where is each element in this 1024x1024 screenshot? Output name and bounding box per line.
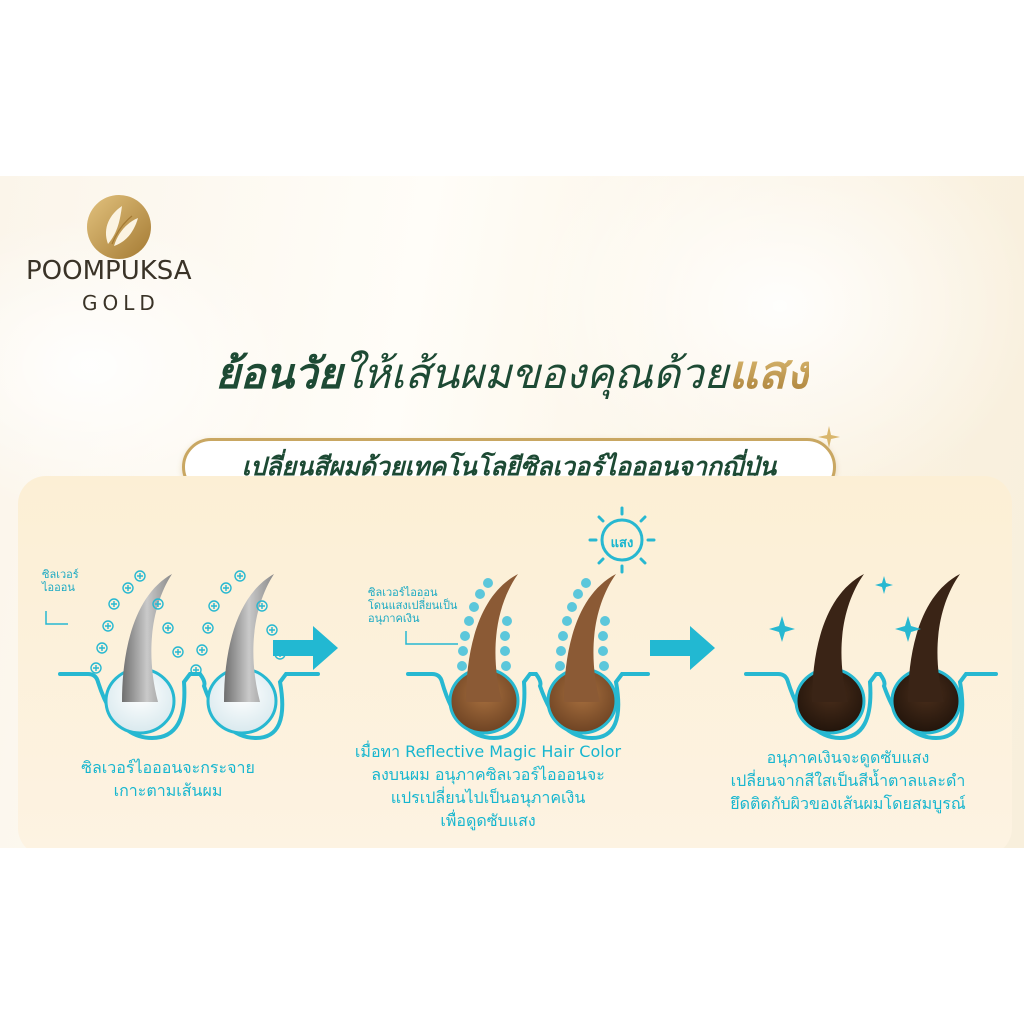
hair-strand (122, 574, 172, 702)
callout-line (45, 611, 68, 625)
callout-line-text: อนุภาคเงิน (368, 612, 420, 625)
headline-part2: ให้เส้นผมของคุณด้วย (342, 349, 729, 398)
caption-line: ยึดติดกับผิวของเส้นผมโดยสมบูรณ์ (730, 794, 966, 813)
caption-line: เพื่อดูดซับแสง (440, 811, 536, 830)
callout-line-text: โดนแสงเปลี่ยนเป็น (368, 599, 458, 612)
step2-illustration (405, 506, 656, 741)
sparkle-icon (818, 426, 840, 448)
headline: ย้อนวัยให้เส้นผมของคุณด้วยแสง (0, 336, 1024, 409)
skin-outline (744, 672, 998, 741)
process-panel: ซิลเวอร์ ไอออน ซิลเวอร์ไอออน โดนแสงเปลี่… (18, 476, 1012, 848)
leaf-logo-icon (87, 195, 151, 259)
hair-strand (812, 574, 864, 702)
callout-line-text: ไอออน (42, 581, 75, 594)
hair-strand (224, 574, 274, 702)
caption-line: ซิลเวอร์ไอออนจะกระจาย (81, 758, 255, 777)
headline-part1: ย้อนวัย (215, 349, 343, 398)
skin-outline (58, 672, 320, 741)
step1-callout: ซิลเวอร์ ไอออน (42, 568, 79, 594)
skin-outline (406, 672, 650, 741)
step1-caption: ซิลเวอร์ไอออนจะกระจาย เกาะตามเส้นผม (48, 756, 288, 802)
promo-banner: POOMPUKSA GOLD ย้อนวัยให้เส้นผมของคุณด้ว… (0, 176, 1024, 848)
step1-illustration (45, 570, 320, 741)
hair-strand (564, 574, 616, 702)
brand-name: POOMPUKSA (26, 256, 192, 286)
plus-icon (90, 570, 286, 676)
caption-line: เปลี่ยนจากสีใสเป็นสีน้ำตาลและดำ (730, 771, 966, 790)
caption-line: เกาะตามเส้นผม (113, 781, 223, 800)
step3-illustration (744, 574, 998, 741)
brand-subname: GOLD (82, 291, 160, 315)
callout-line (405, 631, 458, 645)
arrow-right-icon (273, 626, 338, 670)
caption-line: อนุภาคเงินจะดูดซับแสง (766, 748, 930, 767)
step2-caption: เมื่อทา Reflective Magic Hair Color ลงบน… (338, 740, 638, 832)
caption-line: เมื่อทา Reflective Magic Hair Color (354, 742, 622, 761)
process-diagram (45, 506, 998, 741)
caption-line: แปรเปลี่ยนไปเป็นอนุภาคเงิน (390, 788, 586, 807)
hair-strand (466, 574, 518, 702)
caption-line: ลงบนผม อนุภาคซิลเวอร์ไอออนจะ (371, 765, 605, 784)
arrow-right-icon (650, 626, 715, 670)
step2-callout: ซิลเวอร์ไอออน โดนแสงเปลี่ยนเป็น อนุภาคเง… (368, 586, 457, 625)
headline-emphasis: แสง (728, 345, 809, 399)
callout-line-text: ซิลเวอร์ไอออน (368, 586, 438, 599)
callout-line-text: ซิลเวอร์ (42, 568, 79, 581)
sun-icon (588, 506, 656, 574)
sun-label: แสง (610, 536, 634, 551)
step3-caption: อนุภาคเงินจะดูดซับแสง เปลี่ยนจากสีใสเป็น… (708, 746, 988, 815)
silver-particles (457, 578, 610, 671)
hair-strand (908, 574, 960, 702)
sparkle-icon (769, 576, 921, 642)
